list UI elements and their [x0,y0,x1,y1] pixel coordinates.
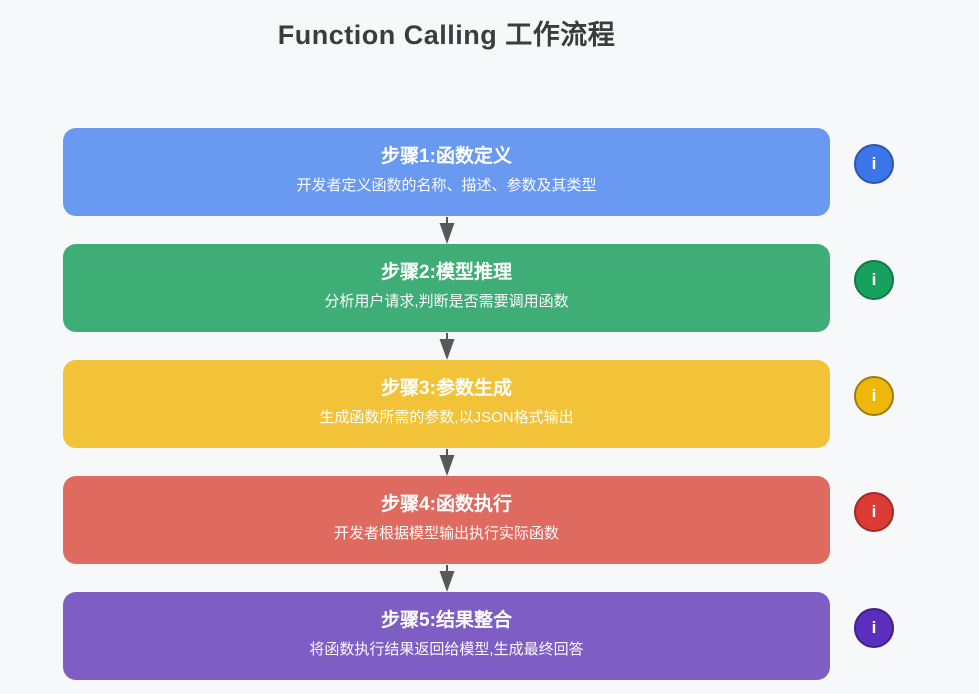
step-box: 步骤3:参数生成 生成函数所需的参数,以JSON格式输出 [63,360,830,448]
info-icon-glyph: i [871,270,877,289]
step-box: 步骤4:函数执行 开发者根据模型输出执行实际函数 [63,476,830,564]
step-title: 步骤4:函数执行 [381,494,512,515]
step-card-5: 步骤5:结果整合 将函数执行结果返回给模型,生成最终回答 i [63,592,894,680]
step-card-2: 步骤2:模型推理 分析用户请求,判断是否需要调用函数 i [63,244,894,332]
down-arrow-icon [439,564,454,592]
step-description: 开发者定义函数的名称、描述、参数及其类型 [296,177,597,194]
step-description: 将函数执行结果返回给模型,生成最终回答 [309,641,584,658]
info-icon-glyph: i [871,154,877,173]
step-description: 生成函数所需的参数,以JSON格式输出 [319,409,574,426]
info-icon[interactable]: i [854,144,894,184]
info-icon-glyph: i [871,502,877,521]
step-title: 步骤2:模型推理 [381,262,512,283]
info-icon[interactable]: i [854,492,894,532]
down-arrow-icon [439,332,454,360]
page-title: Function Calling 工作流程 [277,20,616,50]
info-icon[interactable]: i [854,608,894,648]
step-title: 步骤5:结果整合 [381,610,512,631]
down-arrow-icon [439,448,454,476]
step-description: 开发者根据模型输出执行实际函数 [333,525,559,542]
arrow-gap [63,216,830,244]
step-card-1: 步骤1:函数定义 开发者定义函数的名称、描述、参数及其类型 i [63,128,894,216]
info-icon[interactable]: i [854,376,894,416]
step-description: 分析用户请求,判断是否需要调用函数 [324,293,569,310]
arrow-gap [63,448,830,476]
step-box: 步骤5:结果整合 将函数执行结果返回给模型,生成最终回答 [63,592,830,680]
down-arrow-icon [439,216,454,244]
info-icon-glyph: i [871,386,877,405]
arrow-gap [63,332,830,360]
step-title: 步骤3:参数生成 [381,378,512,399]
flow-column: 步骤1:函数定义 开发者定义函数的名称、描述、参数及其类型 i 步骤2:模型推理… [63,128,894,680]
info-icon[interactable]: i [854,260,894,300]
step-card-3: 步骤3:参数生成 生成函数所需的参数,以JSON格式输出 i [63,360,894,448]
step-box: 步骤1:函数定义 开发者定义函数的名称、描述、参数及其类型 [63,128,830,216]
step-box: 步骤2:模型推理 分析用户请求,判断是否需要调用函数 [63,244,830,332]
step-card-4: 步骤4:函数执行 开发者根据模型输出执行实际函数 i [63,476,894,564]
info-icon-glyph: i [871,618,877,637]
arrow-gap [63,564,830,592]
step-title: 步骤1:函数定义 [381,146,512,167]
